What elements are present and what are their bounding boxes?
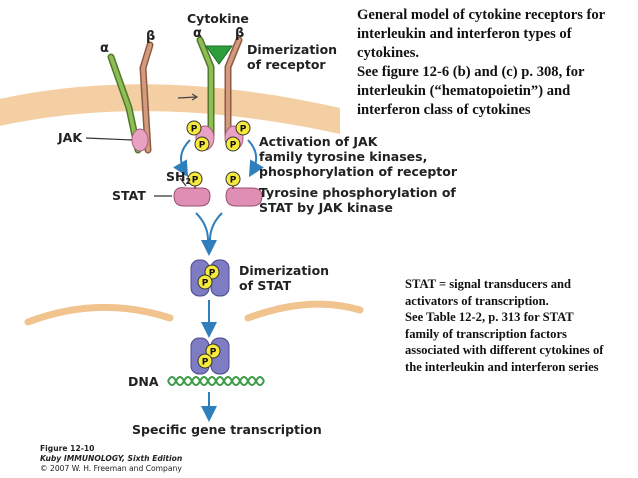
phosphate-label: P [209, 269, 216, 279]
cell-membrane [0, 84, 340, 134]
phosphate-stat: P [225, 171, 241, 187]
caption-line: STAT = signal transducers and [405, 277, 572, 291]
activation-arrow [247, 139, 264, 178]
receptor-beta-left [139, 41, 154, 154]
phosphate-label: P [230, 176, 237, 186]
phosphate-label: P [199, 141, 206, 151]
phosphate-jak: P [225, 136, 241, 152]
jak-pointer-line [85, 137, 133, 141]
book-title: Kuby IMMUNOLOGY, Sixth Edition [40, 454, 183, 463]
alpha-label-dimer: α [193, 26, 202, 41]
caption-line: See Table 12-2, p. 313 for STAT [405, 310, 574, 325]
caption-line: family of transcription factors [405, 326, 567, 341]
caption-top: General model of cytokine receptors for … [357, 6, 635, 120]
phosphate-label: P [240, 125, 247, 135]
caption-line: interleukin and interferon types of [357, 26, 572, 42]
activation-jak-label: family tyrosine kinases, [259, 149, 427, 164]
phosphate-receptor: P [235, 120, 251, 136]
caption-line: associated with different cytokines of [405, 343, 604, 358]
phosphate-label: P [191, 125, 198, 135]
tyrosine-phos-label: STAT by JAK kinase [259, 200, 393, 215]
receptor-alpha-dimer [196, 36, 215, 139]
sh2-label: SH2 [166, 169, 191, 186]
stat-dimer-on-dna: P P [190, 337, 230, 375]
phosphate-receptor: P [186, 120, 202, 136]
nuclear-membrane [24, 303, 174, 326]
stat-dimer: P P [190, 259, 230, 297]
caption-bottom: STAT = signal transducers and activators… [405, 276, 637, 376]
alpha-label-left: α [100, 41, 109, 56]
cytokine-icon [205, 45, 233, 65]
jak-kinase-left [131, 128, 149, 152]
stat-label: STAT [112, 188, 146, 203]
cytokine-label: Cytokine [187, 11, 249, 26]
tyrosine-phos-label: Tyrosine phosphorylation of [259, 185, 456, 200]
dimerization-receptor-label: of receptor [247, 57, 326, 72]
dna-label: DNA [128, 374, 159, 389]
caption-line: interferon class of cytokines [357, 102, 531, 118]
figure-credit: Figure 12-10 Kuby IMMUNOLOGY, Sixth Edit… [40, 444, 182, 474]
beta-label-dimer: β [235, 26, 244, 41]
caption-line: interleukin (“hematopoietin”) and [357, 83, 571, 99]
sh2-pointer-line [179, 177, 187, 187]
phosphate-label: P [192, 176, 199, 186]
caption-line: General model of cytokine receptors for [357, 7, 606, 23]
membrane-arrow-icon [177, 96, 197, 99]
activation-jak-label: phosphorylation of receptor [259, 164, 458, 179]
caption-line: the interleukin and interferon series [405, 359, 599, 374]
transcription-label: Specific gene transcription [132, 422, 322, 437]
dna-helix [167, 376, 265, 386]
jak-label: JAK [57, 130, 83, 145]
copyright-text: © 2007 W. H. Freeman and Company [40, 464, 182, 473]
dimerization-receptor-label: Dimerization [247, 42, 337, 57]
activation-jak-label: Activation of JAK [259, 134, 379, 149]
caption-line: cytokines. [357, 45, 420, 61]
convergence-arrow [195, 212, 223, 241]
receptor-beta-dimer [224, 36, 243, 139]
dimerization-stat-label: Dimerization [239, 263, 329, 278]
phosphate-stat: P [187, 171, 203, 187]
nuclear-membrane [244, 300, 364, 322]
phosphate-label: P [210, 348, 217, 358]
phosphate-label: P [202, 279, 209, 289]
caption-line: activators of transcription. [405, 293, 549, 308]
beta-label-left: β [146, 29, 155, 44]
phosphate-label: P [230, 141, 237, 151]
activation-arrow [173, 139, 191, 178]
phosphate-jak: P [194, 136, 210, 152]
dimerization-stat-label: of STAT [239, 278, 292, 293]
phosphate-label: P [202, 358, 209, 368]
caption-line: See figure 12-6 (b) and (c) p. 308, for [357, 64, 585, 80]
figure-number: Figure 12-10 [40, 444, 95, 453]
